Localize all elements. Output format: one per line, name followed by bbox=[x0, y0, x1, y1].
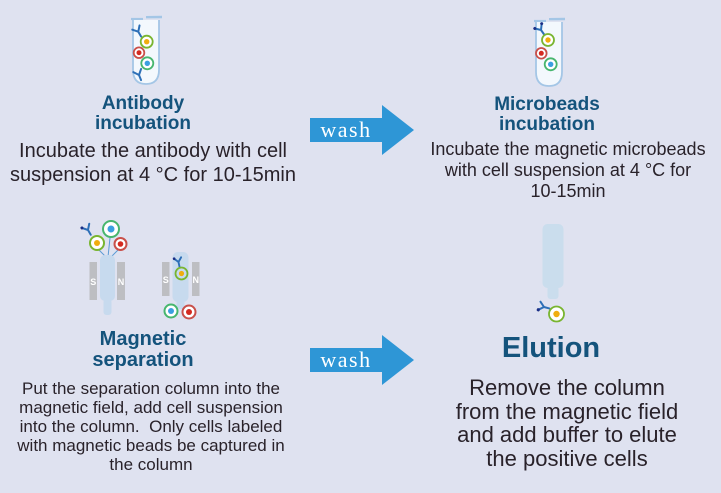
wash-arrow-2: wash bbox=[310, 334, 414, 386]
step3-title: Magnetic separation bbox=[92, 328, 194, 371]
arrow-right-icon bbox=[310, 105, 414, 155]
antibody-with-microbeads-icon bbox=[533, 22, 546, 36]
cell-yellow-icon bbox=[541, 33, 555, 47]
antibody-icon bbox=[131, 24, 143, 38]
antibody-incubation-tube-icon bbox=[131, 15, 163, 85]
cell-blue-icon bbox=[543, 57, 558, 72]
antibody-with-microbeads-icon bbox=[536, 300, 551, 312]
step3-description: Put the separation column into the magne… bbox=[17, 379, 285, 474]
wash-arrow-1-label: wash bbox=[320, 117, 372, 142]
step4-description: Remove the column from the magnetic fiel… bbox=[455, 375, 679, 471]
magnet-south bbox=[89, 262, 97, 300]
cell-red-icon bbox=[181, 304, 197, 320]
separation-column-loading: S N bbox=[80, 220, 128, 315]
antibody-icon bbox=[132, 67, 143, 82]
cell-blue-icon bbox=[163, 303, 179, 319]
arrow-right-icon bbox=[310, 335, 414, 385]
cell-red-icon bbox=[132, 46, 146, 59]
cell-red-icon bbox=[113, 237, 128, 251]
separation-column-captured: S N bbox=[162, 252, 200, 320]
test-tube-body bbox=[132, 20, 160, 85]
separation-column bbox=[172, 252, 189, 302]
column-tip bbox=[103, 299, 112, 315]
cell-yellow-captured-icon bbox=[174, 266, 189, 281]
column-tip bbox=[176, 300, 185, 309]
separation-column bbox=[100, 255, 115, 301]
magnet-south bbox=[162, 262, 170, 296]
magnet-north-label: N bbox=[118, 277, 125, 287]
elution-column bbox=[542, 224, 564, 288]
magnet-north bbox=[192, 262, 200, 296]
microbeads-incubation-tube-icon bbox=[533, 17, 566, 87]
step4-title: Elution bbox=[501, 332, 601, 364]
wash-arrow-2-label: wash bbox=[320, 347, 372, 372]
step1-description: Incubate the antibody with cell suspensi… bbox=[10, 140, 296, 186]
antibody-with-microbeads-icon bbox=[80, 222, 92, 236]
step2-description: Incubate the magnetic microbeads with ce… bbox=[430, 139, 706, 201]
magnet-north bbox=[117, 262, 125, 300]
magnet-north-label: N bbox=[193, 275, 200, 285]
magnet-south-label: S bbox=[90, 277, 96, 287]
step2-title: Microbeads incubation bbox=[494, 94, 600, 135]
column-tip bbox=[547, 286, 559, 299]
wash-arrow-1: wash bbox=[310, 104, 414, 156]
magnet-south-label: S bbox=[163, 275, 169, 285]
cell-blue-icon bbox=[140, 56, 155, 71]
step1-title: Antibody incubation bbox=[94, 93, 192, 134]
cell-yellow-icon bbox=[139, 34, 154, 49]
magnetic-separation-icon: S N S N bbox=[80, 220, 200, 320]
elution-column-icon bbox=[536, 224, 565, 323]
cell-red-icon bbox=[535, 47, 548, 60]
cell-blue-icon bbox=[102, 220, 120, 238]
cell-yellow-icon bbox=[89, 235, 105, 251]
eluted-cell-yellow-icon bbox=[548, 305, 565, 323]
antibody-with-microbeads-icon bbox=[172, 256, 183, 268]
